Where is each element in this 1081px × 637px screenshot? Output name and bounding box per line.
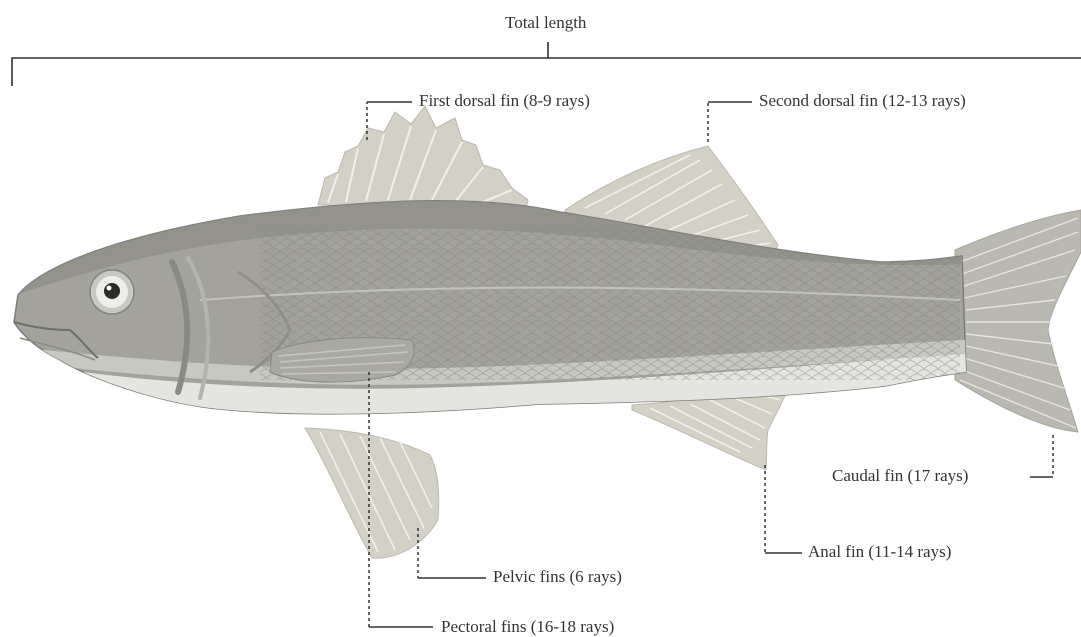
total-length-label: Total length: [505, 13, 586, 33]
pelvic-fin: [305, 428, 439, 558]
caudal-fin: [955, 210, 1081, 432]
pectoral-fins-label: Pectoral fins (16-18 rays): [441, 617, 614, 637]
fish-body: [0, 180, 1000, 460]
eye: [90, 270, 134, 314]
pelvic-fins-label: Pelvic fins (6 rays): [493, 567, 622, 587]
first-dorsal-fin: [318, 106, 528, 208]
caudal-fin-label: Caudal fin (17 rays): [832, 466, 968, 486]
total-length-bracket: [12, 42, 1081, 86]
anal-fin-label: Anal fin (11-14 rays): [808, 542, 951, 562]
first-dorsal-fin-label: First dorsal fin (8-9 rays): [419, 91, 590, 111]
second-dorsal-fin-label: Second dorsal fin (12-13 rays): [759, 91, 966, 111]
